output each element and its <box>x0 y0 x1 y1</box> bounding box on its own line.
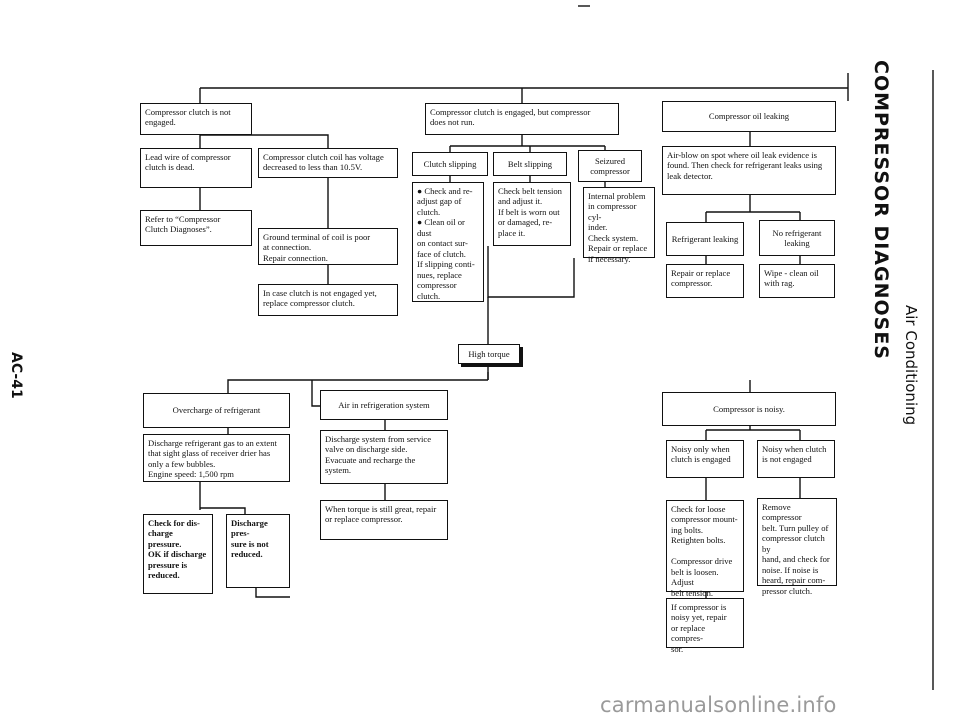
node-check-belt-tension: Check belt tension and adjust it. If bel… <box>493 182 571 246</box>
node-engaged-not-run: Compressor clutch is engaged, but compre… <box>425 103 619 135</box>
node-refer-clutch-diagnoses: Refer to “Compressor Clutch Diagnoses”. <box>140 210 252 246</box>
page-title: COMPRESSOR DIAGNOSES <box>870 60 892 360</box>
node-discharge-system: Discharge system from service valve on d… <box>320 430 448 484</box>
watermark: carmanualsonline.info <box>600 693 837 717</box>
node-air-blow-leak-check: Air-blow on spot where oil leak evidence… <box>662 146 836 195</box>
node-still-noisy-replace: If compressor is noisy yet, repair or re… <box>666 598 744 654</box>
node-torque-still-great: When torque is still great, repair or re… <box>320 500 448 540</box>
node-compressor-noisy: Compressor is noisy. <box>662 392 836 426</box>
node-seizured-compressor: Seizured compressor <box>578 150 642 182</box>
section-title: Air Conditioning <box>902 305 920 426</box>
node-check-discharge-pressure: Check for dis- charge pressure. OK if di… <box>143 514 213 594</box>
node-internal-problem: Internal problem in compressor cyl- inde… <box>583 187 655 264</box>
node-wipe-clean-oil: Wipe - clean oil with rag. <box>759 264 835 298</box>
node-high-torque: High torque <box>458 344 520 364</box>
node-repair-replace-compressor: Repair or replace compressor. <box>666 264 744 298</box>
node-air-in-system: Air in refrigeration system <box>320 390 448 420</box>
node-clutch-slipping: Clutch slipping <box>412 152 488 176</box>
node-oil-leaking: Compressor oil leaking <box>662 101 836 132</box>
node-refrigerant-leaking: Refrigerant leaking <box>666 222 744 256</box>
node-overcharge-refrigerant: Overcharge of refrigerant <box>143 393 290 428</box>
node-check-loose-bolts: Check for loose compressor mount- ing bo… <box>666 500 744 598</box>
page-number: AC-41 <box>8 352 24 399</box>
node-lead-wire-dead: Lead wire of compressor clutch is dead. <box>140 148 252 188</box>
node-noisy-clutch-not-engaged: Noisy when clutch is not engaged <box>757 440 835 478</box>
node-noisy-clutch-engaged: Noisy only when clutch is engaged <box>666 440 744 478</box>
node-coil-voltage-low: Compressor clutch coil has voltage decre… <box>258 148 398 178</box>
node-belt-slipping: Belt slipping <box>493 152 567 176</box>
node-no-refrigerant-leaking: No refrigerant leaking <box>759 220 835 256</box>
node-replace-clutch: In case clutch is not engaged yet, repla… <box>258 284 398 316</box>
node-discharge-pressure-not-reduced: Discharge pres- sure is not reduced. <box>226 514 290 588</box>
node-remove-compressor-belt: Remove compressor belt. Turn pulley of c… <box>757 498 837 596</box>
node-ground-terminal-poor: Ground terminal of coil is poor at conne… <box>258 228 398 265</box>
node-check-adjust-clutch-gap: ● Check and re- adjust gap of clutch. ● … <box>412 182 484 302</box>
node-clutch-not-engaged: Compressor clutch is not engaged. <box>140 103 252 135</box>
node-discharge-refrigerant-gas: Discharge refrigerant gas to an extent t… <box>143 434 290 482</box>
